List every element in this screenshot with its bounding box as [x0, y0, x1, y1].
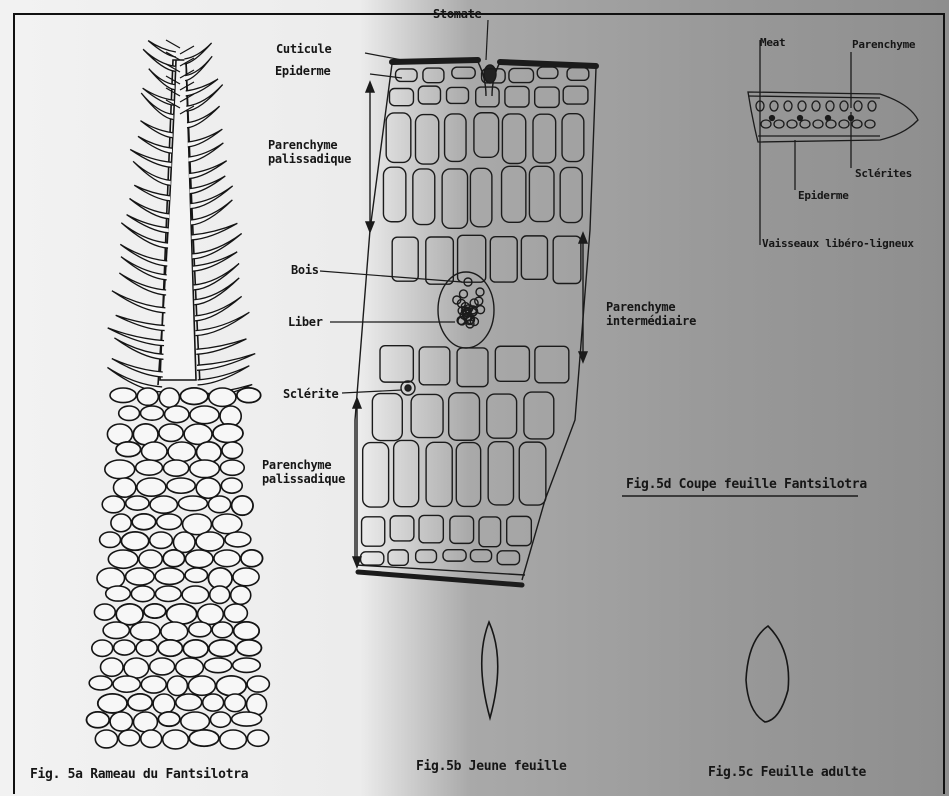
label-parenchyme-palissadique-top: Parenchyme palissadique [268, 138, 351, 166]
label-stomate: Stomate [433, 7, 481, 21]
vascular-bundle-cells [453, 278, 485, 328]
label-cuticule: Cuticule [276, 42, 331, 56]
label-epiderme-small: Epiderme [798, 189, 849, 203]
label-sclerite: Sclérite [283, 387, 338, 401]
label-liber: Liber [288, 315, 323, 329]
caption-fig-5d: Fig.5d Coupe feuille Fantsilotra [626, 478, 867, 492]
caption-fig-5c: Fig.5c Feuille adulte [708, 766, 866, 780]
leader-lines [320, 20, 488, 393]
branch-drawing [86, 40, 270, 749]
adult-leaf-seed [746, 626, 789, 722]
label-vaisseaux: Vaisseaux libéro-ligneux [762, 237, 914, 251]
label-parenchyme-intermediaire: Parenchyme intermédiaire [606, 300, 696, 328]
leaf-section-small [748, 40, 918, 245]
label-epiderme: Epiderme [275, 64, 330, 78]
label-meat: Meat [760, 36, 785, 50]
label-parenchyme-small: Parenchyme [852, 38, 915, 52]
label-parenchyme-palissadique-bottom: Parenchyme palissadique [262, 458, 345, 486]
caption-fig-5b: Fig.5b Jeune feuille [416, 760, 567, 774]
cuticle-line [392, 60, 596, 66]
label-sclerites: Sclérites [855, 167, 912, 181]
caption-fig-5a: Fig. 5a Rameau du Fantsilotra [30, 768, 248, 782]
label-bois: Bois [291, 263, 319, 277]
stomate-cell [484, 65, 496, 83]
young-leaf-seed [482, 622, 498, 718]
